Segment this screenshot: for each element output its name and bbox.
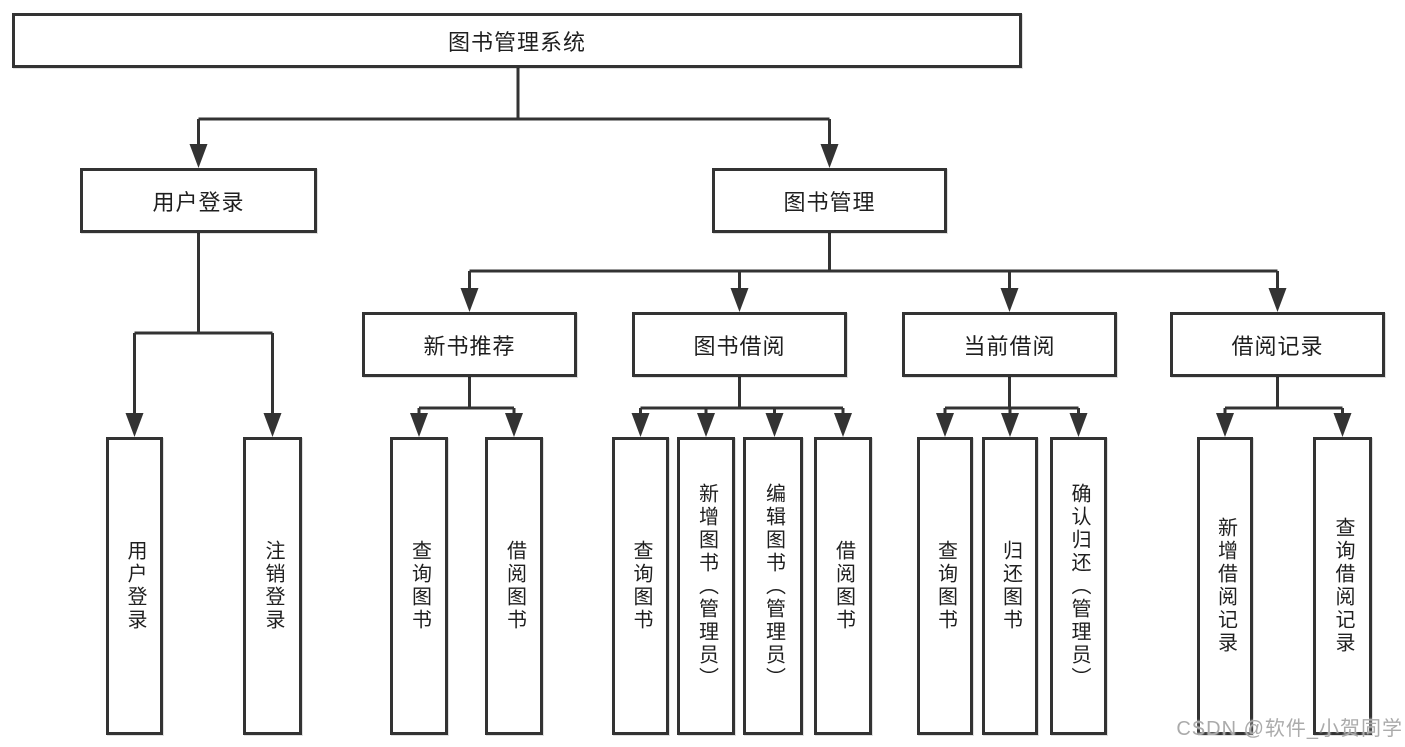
- leaf-confirm-return-admin: 确认归还（管理员）: [1050, 437, 1107, 735]
- node-label: 图书管理: [783, 189, 876, 215]
- node-label: 图书管理系统: [447, 29, 586, 55]
- leaf-query-books-current: 查询图书: [917, 437, 973, 735]
- leaf-label: 查询图书: [630, 540, 652, 632]
- leaf-label: 归还图书: [999, 540, 1022, 632]
- node-user-login: 用户登录: [80, 168, 317, 233]
- leaf-user-login: 用户登录: [106, 437, 163, 735]
- leaf-label: 新增借阅记录: [1214, 517, 1237, 655]
- arrowheads: [125, 144, 1352, 437]
- leaf-logout-login: 注销登录: [243, 437, 302, 735]
- node-library-management-system: 图书管理系统: [12, 13, 1022, 68]
- leaf-label: 新增图书（管理员）: [695, 482, 718, 690]
- leaf-label: 借阅图书: [503, 540, 526, 632]
- leaf-label: 查询借阅记录: [1332, 517, 1354, 655]
- leaf-label: 确认归还（管理员）: [1068, 482, 1090, 690]
- leaf-label: 查询图书: [934, 540, 957, 632]
- node-new-book-recommend: 新书推荐: [362, 312, 577, 377]
- leaf-borrow-books-recommend: 借阅图书: [485, 437, 543, 735]
- leaf-query-books-borrowing: 查询图书: [612, 437, 669, 735]
- node-borrowing-records: 借阅记录: [1170, 312, 1385, 377]
- leaf-add-borrow-record: 新增借阅记录: [1197, 437, 1253, 735]
- leaf-return-books: 归还图书: [982, 437, 1038, 735]
- leaf-edit-books-admin: 编辑图书（管理员）: [743, 437, 803, 735]
- node-label: 借阅记录: [1231, 333, 1324, 359]
- node-label: 用户登录: [152, 189, 245, 215]
- leaf-label: 编辑图书（管理员）: [762, 482, 785, 690]
- leaf-borrow-books-borrowing: 借阅图书: [814, 437, 872, 735]
- leaf-label: 注销登录: [262, 540, 284, 632]
- leaf-label: 查询图书: [408, 540, 431, 632]
- node-book-management: 图书管理: [712, 168, 947, 233]
- node-label: 新书推荐: [423, 333, 516, 359]
- leaf-add-books-admin: 新增图书（管理员）: [677, 437, 735, 735]
- node-label: 图书借阅: [693, 333, 786, 359]
- node-book-borrowing: 图书借阅: [632, 312, 847, 377]
- node-current-borrowing: 当前借阅: [902, 312, 1117, 377]
- node-label: 当前借阅: [963, 333, 1056, 359]
- leaf-query-books-recommend: 查询图书: [390, 437, 448, 735]
- leaf-query-borrow-record: 查询借阅记录: [1313, 437, 1372, 735]
- leaf-label: 用户登录: [124, 540, 146, 632]
- leaf-label: 借阅图书: [832, 540, 855, 632]
